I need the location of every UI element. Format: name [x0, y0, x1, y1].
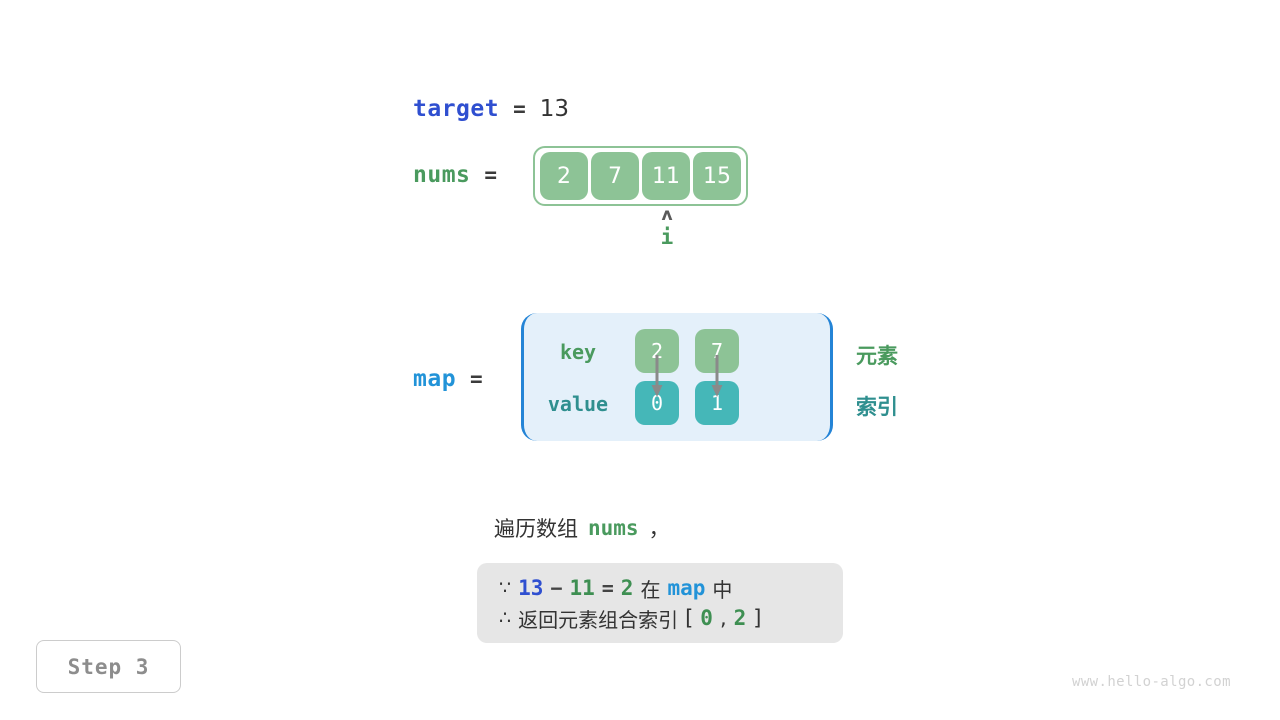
- nums-variable-label: nums: [413, 162, 471, 188]
- map-variable-label: map: [413, 366, 457, 392]
- map-key-cell-1: 7: [695, 329, 739, 373]
- index-pointer: ʌ i: [648, 205, 686, 252]
- nums-cell-2: 11: [642, 152, 690, 200]
- result-index-second: 2: [733, 606, 747, 630]
- nums-array: 2 7 11 15: [533, 146, 748, 206]
- target-value: 13: [539, 96, 570, 122]
- map-side-label-index: 索引: [856, 395, 898, 419]
- watermark: www.hello-algo.com: [1072, 674, 1231, 690]
- map-value-cell-0: 0: [635, 381, 679, 425]
- step-badge: Step 3: [36, 640, 181, 693]
- map-row-label-key: key: [559, 340, 597, 364]
- result-line-1: ∵ 13 − 11 = 2 在 map 中: [499, 573, 821, 603]
- result-operand-a: 13: [518, 576, 544, 600]
- nums-cell-1: 7: [591, 152, 639, 200]
- because-symbol-icon: ∵: [499, 577, 512, 599]
- result-operand-c: 2: [620, 576, 634, 600]
- caption-code-nums: nums: [588, 516, 639, 540]
- pointer-label-i: i: [660, 225, 674, 249]
- result-equals-sign: =: [601, 576, 614, 600]
- result-box: ∵ 13 − 11 = 2 在 map 中 ∴ 返回元素组合索引 [ 0 , 2…: [477, 563, 843, 643]
- map-side-label-element: 元素: [856, 344, 898, 368]
- nums-declaration: nums =: [413, 158, 497, 192]
- map-row-label-value: value: [547, 392, 609, 416]
- result-cn-return: 返回元素组合索引: [518, 607, 679, 632]
- caption-comma: ，: [648, 517, 670, 541]
- target-declaration: target = 13: [413, 92, 569, 126]
- step-badge-label: Step 3: [67, 654, 150, 679]
- target-variable-label: target: [413, 96, 500, 122]
- result-line-2: ∴ 返回元素组合索引 [ 0 , 2 ]: [499, 603, 821, 633]
- pointer-caret-icon: ʌ: [661, 205, 673, 225]
- caption-line: 遍历数组 nums ，: [494, 513, 670, 543]
- nums-array-container: 2 7 11 15: [533, 146, 748, 206]
- nums-equals-sign: =: [484, 163, 498, 187]
- nums-cell-0: 2: [540, 152, 588, 200]
- map-key-cell-0: 2: [635, 329, 679, 373]
- result-bracket-open: [: [685, 606, 694, 630]
- result-index-comma: ,: [719, 606, 727, 630]
- result-cn-mid: 中: [712, 577, 733, 602]
- map-equals-sign: =: [470, 367, 483, 391]
- map-declaration: map =: [413, 362, 483, 396]
- map-value-cell-1: 1: [695, 381, 739, 425]
- result-bracket-close: ]: [753, 606, 762, 630]
- result-code-map: map: [667, 576, 706, 600]
- therefore-symbol-icon: ∴: [499, 607, 512, 629]
- result-minus-sign: −: [550, 576, 563, 600]
- result-index-first: 0: [700, 606, 713, 630]
- result-cn-in: 在: [640, 577, 661, 602]
- caption-text: 遍历数组: [494, 517, 578, 541]
- nums-cell-3: 15: [693, 152, 741, 200]
- result-operand-b: 11: [569, 576, 595, 600]
- target-equals-sign: =: [513, 97, 526, 121]
